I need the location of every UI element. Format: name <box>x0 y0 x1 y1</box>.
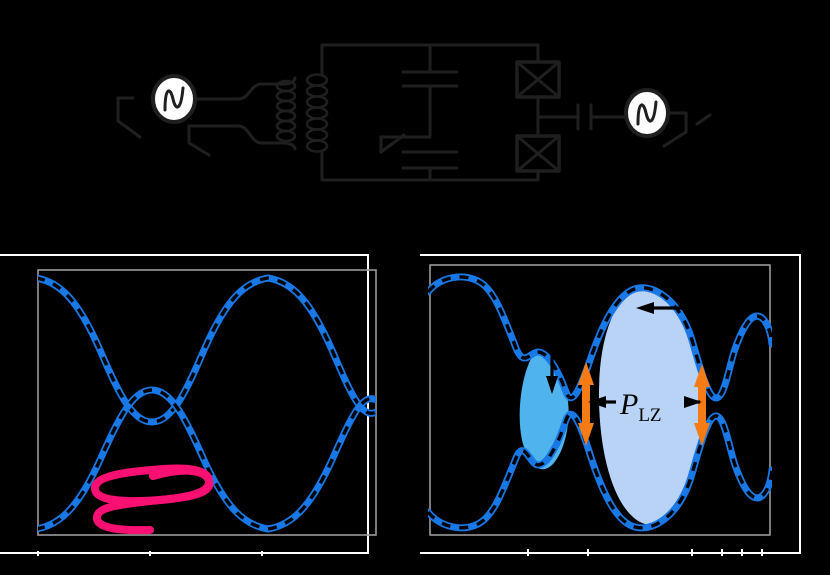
switch-right[interactable] <box>662 111 712 148</box>
source-right[interactable] <box>624 88 670 138</box>
panel-left-outer-frame <box>0 254 369 554</box>
transformer-primary-coil <box>275 79 297 143</box>
left-lower-band-dashed <box>38 388 376 531</box>
wire-top-left <box>320 43 432 76</box>
avoided-crossing-arrow-1 <box>578 362 594 446</box>
panel-right-outer-frame <box>420 254 801 554</box>
gap-arrow-left <box>636 302 700 314</box>
panel-right: PLZ <box>420 254 801 556</box>
left-trajectory-zigzag-3 <box>93 496 164 535</box>
transformer-secondary-coil <box>305 73 329 153</box>
panel-right-xticks <box>527 549 763 556</box>
capacitor-lower <box>401 150 459 170</box>
transformer-core-left <box>226 76 297 151</box>
plz-double-arrow <box>588 396 702 408</box>
panel-right-axes-box <box>429 264 771 536</box>
circuit-schematic <box>116 43 712 182</box>
left-upper-band-dashed <box>38 276 376 424</box>
right-upper-band-solid <box>428 273 772 402</box>
plz-label-sub: LZ <box>638 405 661 426</box>
panel-left-xticks <box>37 551 263 556</box>
lens-large-shade <box>598 288 704 526</box>
panel-left <box>0 254 377 556</box>
switch-left-lower[interactable] <box>187 124 230 157</box>
gap-arrow-down <box>546 348 558 394</box>
switch-mid[interactable] <box>379 133 432 154</box>
switch-left-upper[interactable] <box>116 96 142 139</box>
source-left[interactable] <box>151 74 197 124</box>
avoided-crossing-arrow-2 <box>694 364 710 446</box>
plz-label-main: P <box>619 388 638 421</box>
right-lower-band-dashed <box>428 412 772 530</box>
plz-label: PLZ <box>619 388 662 426</box>
wire-bottom-left <box>320 150 432 182</box>
left-trajectory-zigzag-4 <box>156 477 213 504</box>
